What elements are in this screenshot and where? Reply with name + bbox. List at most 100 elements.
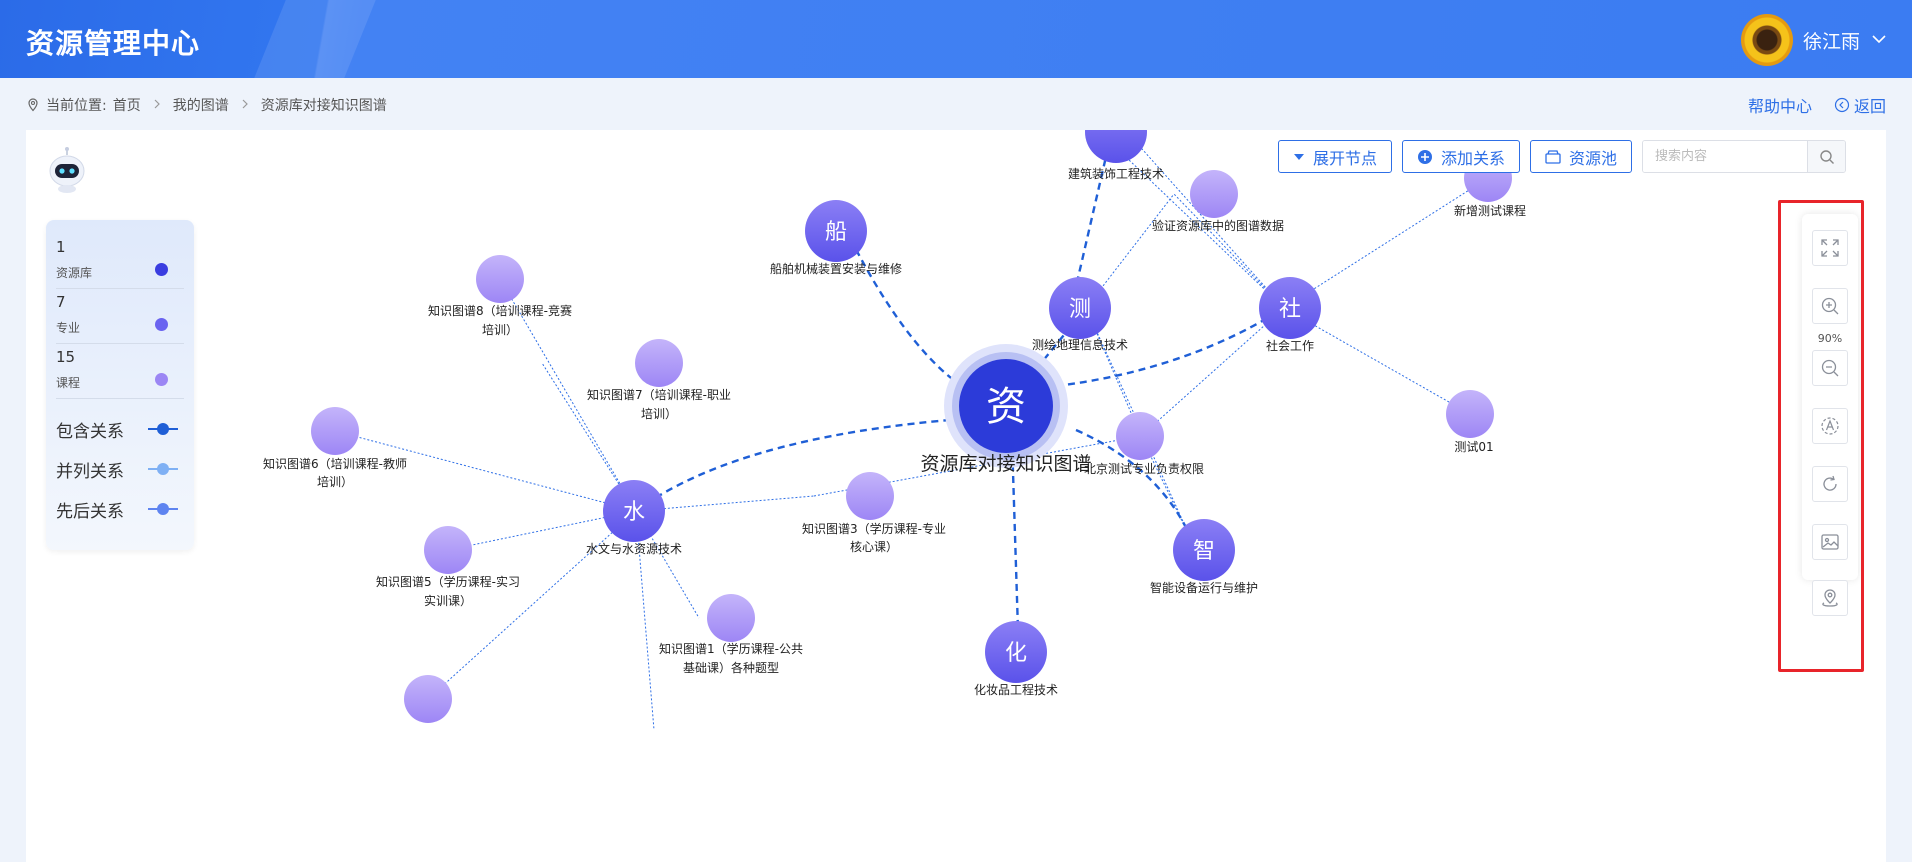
export-image-button[interactable] <box>1812 524 1848 560</box>
legend-count-resource: 1 资源库 <box>56 234 184 289</box>
graph-node-char: 化 <box>1005 641 1027 666</box>
legend-relation-contain[interactable]: 包含关系 <box>56 409 184 449</box>
graph-node-major[interactable]: 船 船舶机械装置安装与维修 <box>770 200 902 276</box>
legend-count-value: 7 <box>56 293 66 311</box>
avatar[interactable] <box>1740 14 1793 66</box>
user-name[interactable]: 徐江雨 <box>1802 30 1860 53</box>
graph-node-char: 船 <box>825 220 847 245</box>
location-pin-icon <box>26 98 40 112</box>
legend-dot <box>155 318 168 331</box>
graph-panel: 资 资源库对接知识图谱 船 船舶机械装置安装与维修 测 测绘地理信息技术 社 社… <box>26 130 1886 862</box>
app-title: 资源管理中心 <box>26 27 201 60</box>
legend-relation-label: 并列关系 <box>56 461 124 482</box>
breadcrumb-home[interactable]: 首页 <box>112 98 141 114</box>
chevron-right-icon <box>153 98 161 112</box>
graph-node-label: 北京测试专业负责权限 <box>1084 461 1204 476</box>
graph-node-label: 基础课）各种题型 <box>683 660 779 675</box>
graph-node-label: 测绘地理信息技术 <box>1032 337 1128 352</box>
locate-icon <box>1822 589 1838 607</box>
breadcrumb-my-graphs[interactable]: 我的图谱 <box>172 98 229 114</box>
header-decoration <box>254 0 376 78</box>
zoom-toolbar: 90% <box>1802 214 1858 580</box>
graph-node-major[interactable]: 测 测绘地理信息技术 <box>1032 277 1128 352</box>
graph-node-course[interactable] <box>404 675 452 723</box>
graph-node-label: 知识图谱5（学历课程-实习 <box>376 574 520 589</box>
graph-node-course[interactable]: 测试01 <box>1446 390 1494 454</box>
legend-relation-label: 先后关系 <box>56 501 124 522</box>
refresh-button[interactable] <box>1812 466 1848 502</box>
breadcrumb-prefix: 当前位置: <box>46 98 107 114</box>
legend-count-course: 15 课程 <box>56 344 184 399</box>
graph-node-label: 水文与水资源技术 <box>586 541 682 556</box>
legend-dot <box>155 373 168 386</box>
legend-count-label: 资源库 <box>56 266 93 280</box>
assistant-robot-icon[interactable] <box>46 146 88 194</box>
chevron-right-icon <box>241 98 249 112</box>
caret-down-icon <box>1293 153 1304 160</box>
graph-node-course[interactable]: 知识图谱1（学历课程-公共 基础课）各种题型 <box>659 594 803 675</box>
graph-node-major[interactable]: 智 智能设备运行与维护 <box>1150 519 1258 595</box>
breadcrumb: 当前位置: 首页 我的图谱 资源库对接知识图谱 <box>26 95 387 115</box>
graph-node-label: 培训） <box>641 406 677 421</box>
search-input[interactable] <box>1643 141 1807 172</box>
graph-node-course[interactable]: 知识图谱3（学历课程-专业 核心课） <box>802 472 946 554</box>
zoom-in-button[interactable] <box>1812 288 1848 324</box>
knowledge-graph-canvas[interactable]: 资 资源库对接知识图谱 船 船舶机械装置安装与维修 测 测绘地理信息技术 社 社… <box>26 130 1886 862</box>
resource-pool-button[interactable]: 资源池 <box>1529 140 1632 173</box>
graph-node-course[interactable]: 知识图谱6（培训课程-教师 培训） <box>263 407 407 489</box>
plus-circle-icon <box>1417 149 1432 164</box>
box-icon <box>1545 149 1561 164</box>
locate-button[interactable] <box>1812 580 1848 616</box>
chevron-down-icon[interactable] <box>1872 32 1886 48</box>
graph-node-label: 验证资源库中的图谱数据 <box>1152 218 1284 233</box>
zoom-toolbar-bottom <box>1802 580 1858 638</box>
graph-node-course[interactable]: 知识图谱7（培训课程-职业 培训） <box>587 339 731 421</box>
help-center-link[interactable]: 帮助中心 <box>1747 97 1812 116</box>
graph-node-label: 知识图谱1（学历课程-公共 <box>659 641 803 656</box>
legend-count-major: 7 专业 <box>56 289 184 344</box>
search-icon <box>1819 149 1834 164</box>
graph-node-char: 测 <box>1069 297 1091 322</box>
graph-node-label: 知识图谱6（培训课程-教师 <box>263 456 407 471</box>
relation-line-icon <box>148 502 178 516</box>
graph-node-major[interactable]: 社 社会工作 <box>1259 277 1321 353</box>
breadcrumb-bar: 当前位置: 首页 我的图谱 资源库对接知识图谱 帮助中心 返回 <box>0 78 1912 130</box>
graph-node-label: 知识图谱3（学历课程-专业 <box>802 521 946 536</box>
legend-relation-label: 包含关系 <box>56 421 124 442</box>
back-link-label[interactable]: 返回 <box>1853 97 1886 116</box>
graph-node-label: 智能设备运行与维护 <box>1150 580 1258 595</box>
legend-relation-parallel[interactable]: 并列关系 <box>56 449 184 489</box>
graph-legend: 1 资源库 7 专业 15 课程 包含关系 并列关系 先后关系 <box>46 220 194 550</box>
back-link[interactable]: 返回 <box>1834 93 1886 117</box>
graph-node-center[interactable]: 资 资源库对接知识图谱 <box>920 344 1092 475</box>
app-header: 资源管理中心 徐江雨 <box>0 0 1912 78</box>
relation-line-icon <box>148 462 178 476</box>
zoom-level: 90% <box>1817 332 1843 345</box>
graph-toolbar: 展开节点 添加关系 资源池 <box>1277 140 1846 173</box>
graph-node-course[interactable]: 验证资源库中的图谱数据 <box>1152 170 1284 233</box>
back-circle-icon <box>1834 97 1850 113</box>
legend-count-value: 15 <box>56 348 76 366</box>
legend-relation-sequence[interactable]: 先后关系 <box>56 489 184 529</box>
graph-node-char: 智 <box>1193 539 1215 564</box>
expand-nodes-button[interactable]: 展开节点 <box>1277 140 1392 173</box>
legend-dot <box>155 263 168 276</box>
fullscreen-button[interactable] <box>1812 230 1848 266</box>
legend-count-label: 专业 <box>56 321 81 335</box>
text-toggle-button[interactable] <box>1812 408 1848 444</box>
graph-node-course[interactable]: 知识图谱8（培训课程-竞赛 培训） <box>428 255 572 337</box>
graph-node-major[interactable]: 化 化妆品工程技术 <box>974 621 1058 697</box>
graph-node-major[interactable]: 建筑装饰工程技术 <box>1068 130 1164 181</box>
graph-node-course[interactable]: 知识图谱5（学历课程-实习 实训课） <box>376 526 520 608</box>
graph-node-label: 培训） <box>317 474 353 489</box>
graph-node-course[interactable]: 北京测试专业负责权限 <box>1084 412 1204 476</box>
graph-node-char: 水 <box>623 500 645 525</box>
graph-node-label: 建筑装饰工程技术 <box>1068 166 1164 181</box>
user-menu[interactable]: 徐江雨 <box>1740 14 1886 66</box>
add-relation-button[interactable]: 添加关系 <box>1401 140 1520 173</box>
graph-node-label: 社会工作 <box>1266 338 1314 353</box>
edge-group-contain <box>635 147 1285 631</box>
search-button[interactable] <box>1807 141 1845 172</box>
zoom-out-button[interactable] <box>1812 350 1848 386</box>
graph-node-major[interactable]: 水 水文与水资源技术 <box>586 480 682 556</box>
